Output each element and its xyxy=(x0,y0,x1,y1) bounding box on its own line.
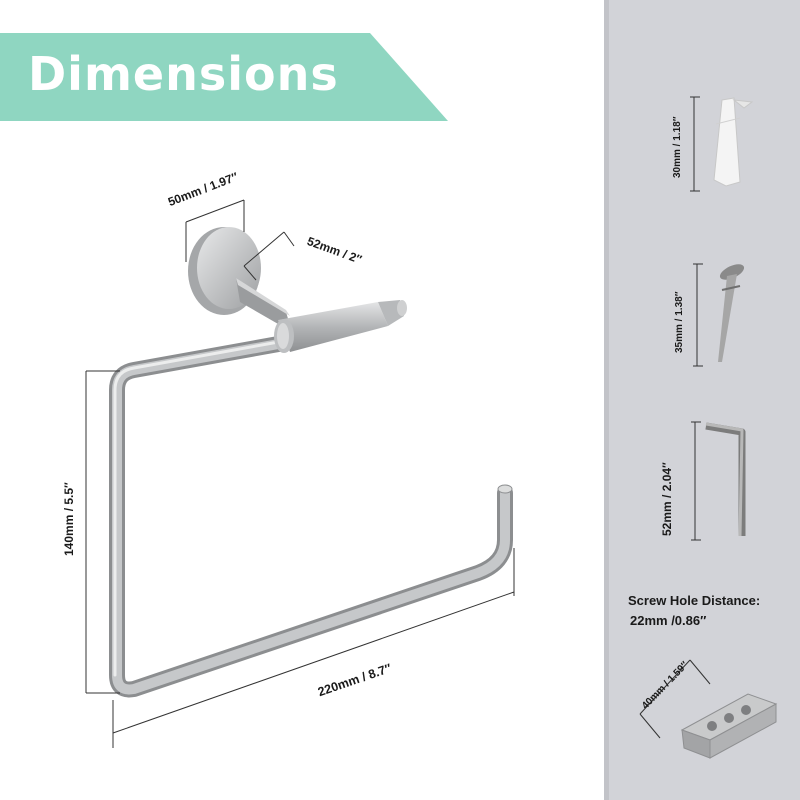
post-collar xyxy=(274,300,407,353)
hex-key-image xyxy=(705,422,746,537)
accessories-panel-edge xyxy=(604,0,609,800)
accessories-panel xyxy=(604,0,800,800)
dimension-lines xyxy=(85,199,515,748)
banner-shape xyxy=(0,33,448,121)
hex-key-length-label: 52mm / 2.04″ xyxy=(660,462,674,536)
hex-key-dimension-line xyxy=(691,421,701,541)
mount-arm xyxy=(236,278,292,332)
screw-image xyxy=(718,264,745,362)
anchor-length-label: 30mm / 1.18″ xyxy=(672,116,683,179)
towel-ring xyxy=(109,335,513,698)
height-label: 140mm / 5.5″ xyxy=(62,482,76,556)
anchor-dimension-line xyxy=(690,96,700,192)
screw-length-label: 35mm / 1.38″ xyxy=(674,291,685,354)
wall-anchor-image xyxy=(713,97,754,187)
screw-hole-title: Screw Hole Distance: xyxy=(628,593,761,608)
rod-end-cap xyxy=(497,484,513,494)
dimensions-banner: Dimensions xyxy=(0,33,448,121)
screw-dimension-line xyxy=(693,263,703,367)
screw-hole-value: 22mm /0.86″ xyxy=(630,613,707,628)
banner-title: Dimensions xyxy=(28,47,339,101)
mounting-bracket-image xyxy=(639,659,778,759)
